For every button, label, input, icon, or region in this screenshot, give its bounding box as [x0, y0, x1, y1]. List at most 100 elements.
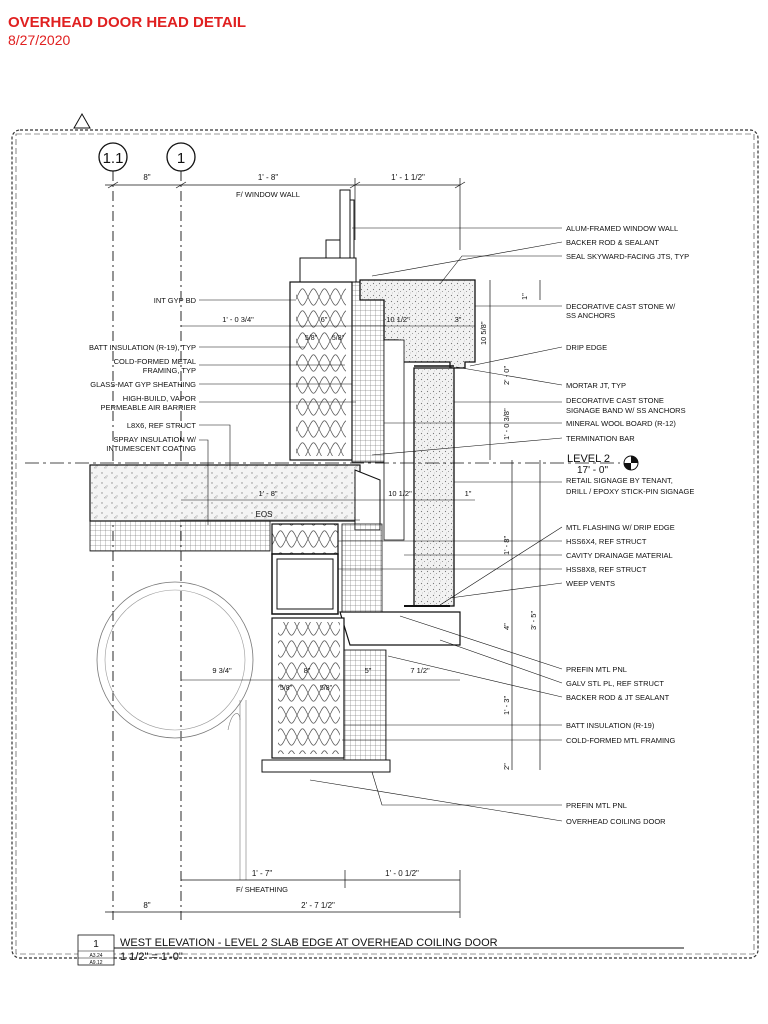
dim-5: 5"	[365, 666, 372, 675]
dim-5-8-c: 5/8"	[280, 685, 293, 692]
cast-stone-signage-band	[413, 367, 455, 607]
metal-panel-soffit	[261, 759, 391, 773]
sheet-ref-a: A3.24	[89, 953, 102, 959]
note-right: WEEP VENTS	[566, 579, 615, 588]
lower-batt-insulation	[278, 622, 340, 754]
dim-10-half-top: 10 1/2"	[386, 315, 410, 324]
dim-bot-sheathing: F/ SHEATHING	[236, 885, 288, 894]
lower-mineral-wool	[343, 649, 387, 769]
note-left: INTUMESCENT COATING	[106, 444, 196, 453]
dim-window-wall: F/ WINDOW WALL	[236, 190, 300, 199]
dim-v-1: 1"	[520, 293, 529, 300]
detail-number: 1	[93, 939, 99, 950]
note-left: L8X6, REF STRUCT	[127, 421, 197, 430]
dim-1-mid: 1"	[465, 489, 472, 498]
dim-bot-8: 8"	[143, 901, 150, 910]
right-vertical-dims	[489, 280, 541, 770]
dim-5-8-b: 5/8"	[332, 335, 345, 342]
note-left: HIGH-BUILD, VAPOR	[123, 394, 197, 403]
note-left: PERMEABLE AIR BARRIER	[101, 403, 197, 412]
dim-bot-2-7-half: 2' - 7 1/2"	[301, 901, 335, 910]
dim-1-8-mid: 1' - 8"	[258, 489, 277, 498]
dim-v-1-3: 1' - 3"	[502, 696, 511, 715]
note-left: INT GYP BD	[154, 296, 197, 305]
note-right: MTL FLASHING W/ DRIP EDGE	[566, 523, 675, 532]
note-right: BACKER ROD & SEALANT	[566, 238, 659, 247]
revision-triangle-icon	[73, 112, 91, 129]
right-notes: ALUM-FRAMED WINDOW WALL BACKER ROD & SEA…	[566, 224, 694, 826]
sheet-ref-b: A9.12	[89, 960, 102, 966]
left-leaders	[199, 299, 356, 525]
note-right: COLD-FORMED MTL FRAMING	[566, 736, 675, 745]
note-left: BATT INSULATION (R-19), TYP	[89, 343, 196, 352]
upper-batt-insulation	[296, 286, 346, 456]
eos-label: EOS	[256, 510, 273, 519]
hss8x8-inner	[276, 558, 334, 610]
level-elevation: 17' - 0"	[577, 465, 608, 476]
window-wall-frame	[299, 189, 357, 286]
detail-scale: 1 1/2" = 1'-0"	[120, 951, 183, 963]
grid-bubble-1-1: 1.1	[98, 142, 128, 172]
dim-top-1-8: 1' - 8"	[258, 173, 279, 182]
note-right: ALUM-FRAMED WINDOW WALL	[566, 224, 678, 233]
note-right: HSS6X4, REF STRUCT	[566, 537, 647, 546]
note-left: FRAMING, TYP	[143, 366, 196, 375]
page-title: OVERHEAD DOOR HEAD DETAIL	[8, 14, 247, 31]
top-dimension-lines	[105, 178, 466, 250]
dim-v-10-5-8: 10 5/8"	[479, 321, 488, 345]
note-right: PREFIN MTL PNL	[566, 801, 627, 810]
dim-5-8-a: 5/8"	[305, 335, 318, 342]
detail-title: WEST ELEVATION - LEVEL 2 SLAB EDGE AT OV…	[120, 937, 498, 949]
bottom-dimension-lines	[105, 870, 461, 918]
overhead-coiling-door	[96, 581, 254, 880]
note-right: SS ANCHORS	[566, 311, 615, 320]
note-right: SEAL SKYWARD-FACING JTS, TYP	[566, 252, 689, 261]
note-right: HSS8X8, REF STRUCT	[566, 565, 647, 574]
note-left: COLD-FORMED METAL	[114, 357, 196, 366]
note-right: GALV STL PL, REF STRUCT	[566, 679, 664, 688]
dim-v-4: 4"	[502, 623, 511, 630]
title-block: 1 A3.24 A9.12 WEST ELEVATION - LEVEL 2 S…	[77, 934, 684, 966]
cavity	[383, 339, 405, 541]
page-date: 8/27/2020	[8, 32, 71, 48]
level-marker	[623, 455, 639, 471]
dim-3: 3"	[455, 315, 462, 324]
right-leaders	[309, 227, 563, 822]
concrete-slab	[89, 464, 361, 522]
note-left: SPRAY INSULATION W/	[113, 435, 196, 444]
note-right: BATT INSULATION (R-19)	[566, 721, 655, 730]
svg-text:1: 1	[177, 150, 185, 167]
revision-cloud-inner	[15, 133, 755, 955]
dim-v-1-8: 1' - 8"	[502, 536, 511, 555]
dim-top-1-1-half: 1' - 1 1/2"	[391, 173, 425, 182]
note-right: BACKER ROD & JT SEALANT	[566, 693, 670, 702]
dim-v-3-5: 3' - 5"	[529, 611, 538, 630]
dim-8: 8"	[304, 666, 311, 675]
hss6x4-zone	[271, 523, 339, 555]
note-left: GLASS-MAT GYP SHEATHING	[90, 380, 196, 389]
metal-deck	[89, 520, 271, 552]
dim-9-3-4: 9 3/4"	[212, 666, 232, 675]
dim-1-0-3-4: 1' - 0 3/4"	[222, 315, 254, 324]
level-name: LEVEL 2	[567, 453, 610, 465]
dim-bot-1-0-half: 1' - 0 1/2"	[385, 869, 419, 878]
cast-stone-cap	[359, 279, 476, 369]
dim-top-8: 8"	[143, 173, 150, 182]
upper-mineral-wool	[351, 281, 385, 463]
revision-cloud	[11, 129, 759, 959]
dim-bot-1-7: 1' - 7"	[252, 869, 273, 878]
dim-10-half-mid: 10 1/2"	[388, 489, 412, 498]
note-right: RETAIL SIGNAGE BY TENANT,	[566, 476, 673, 485]
note-right: DECORATIVE CAST STONE	[566, 396, 664, 405]
note-right: CAVITY DRAINAGE MATERIAL	[566, 551, 673, 560]
note-right: DRILL / EPOXY STICK-PIN SIGNAGE	[566, 487, 694, 496]
note-right: TERMINATION BAR	[566, 434, 635, 443]
note-right: MINERAL WOOL BOARD (R-12)	[566, 419, 676, 428]
note-right: PREFIN MTL PNL	[566, 665, 627, 674]
left-notes: INT GYP BD BATT INSULATION (R-19), TYP C…	[89, 296, 197, 453]
note-right: SIGNAGE BAND W/ SS ANCHORS	[566, 406, 686, 415]
galv-steel-plate	[339, 611, 461, 646]
grid-bubble-1: 1	[166, 142, 196, 172]
interior-dims	[181, 325, 475, 681]
